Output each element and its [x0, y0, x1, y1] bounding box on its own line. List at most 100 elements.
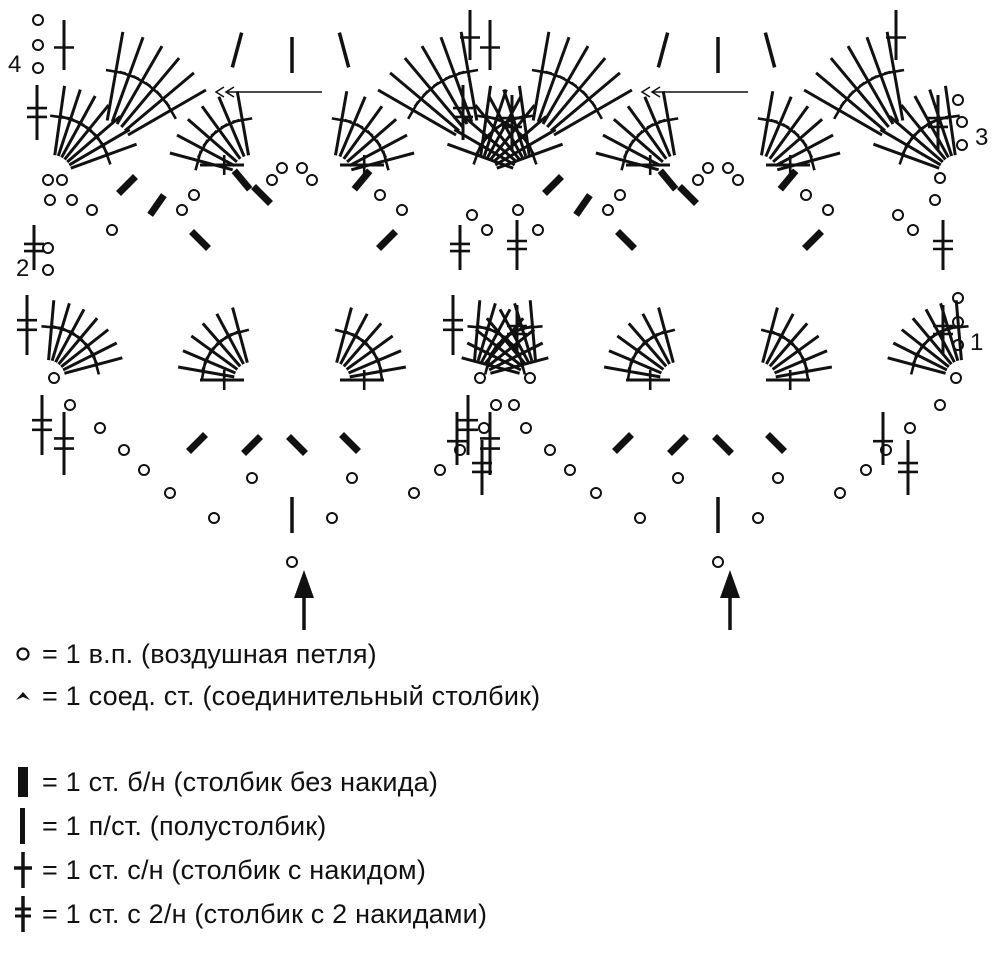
double-crochet-stitch [766, 155, 810, 175]
double-crochet-stitch [595, 150, 660, 172]
legend-text-slip: = 1 соед. ст. (соединительный столбик) [42, 681, 541, 711]
single-crochet-stitch [573, 193, 593, 217]
crochet-chart: 1 2 3 4 [8, 10, 988, 630]
treble-crochet-stitch [928, 95, 948, 150]
double-crochet-stitch [626, 370, 670, 390]
chain-stitch [544, 444, 556, 456]
single-crochet-stitches [116, 168, 824, 456]
double-crochet-stitch [887, 354, 947, 375]
half-double-crochet-stitch [337, 32, 351, 68]
treble-crochet-stitch [507, 305, 527, 355]
chain-stitch [44, 194, 56, 206]
chain-stitch [800, 189, 812, 201]
double-crochet-stitch [232, 91, 253, 156]
double-crochet-stitch [531, 31, 552, 121]
chain-stitch [466, 209, 478, 221]
chain-stitch [474, 372, 486, 384]
double-crochet-stitch [200, 370, 244, 390]
double-crochet-stitch [886, 10, 906, 60]
chain-stitch [892, 209, 904, 221]
chain-stitch [907, 224, 919, 236]
chain-stitch [246, 472, 258, 484]
double-crochet-stitch [757, 91, 778, 156]
chain-stitch [296, 162, 308, 174]
treble-crochet-icon [8, 894, 38, 934]
treble-crochet-stitch [933, 305, 953, 355]
double-crochet-stitch [447, 412, 467, 465]
half-double-crochet-stitch [656, 32, 670, 68]
single-crochet-stitch [777, 168, 799, 192]
row-number-2: 2 [16, 255, 29, 282]
chain-stitch [590, 487, 602, 499]
double-crochet-stitch [70, 142, 138, 170]
single-crochet-stitch [612, 432, 634, 454]
chain-stitch [702, 162, 714, 174]
chain-stitch [106, 224, 118, 236]
treble-crochet-stitch [458, 395, 478, 455]
slip-stitch-icon [8, 676, 38, 716]
double-crochet-stitch [127, 88, 207, 137]
double-crochet-stitch [480, 20, 500, 70]
single-crochet-stitch [339, 432, 361, 454]
chain-stitch [66, 194, 78, 206]
double-crochet-stitch [776, 150, 841, 172]
chain-stitch [524, 372, 536, 384]
legend: = 1 в.п. (воздушная петля) = 1 соед. ст.… [8, 632, 568, 936]
legend-text-sc: = 1 ст. б/н (столбик без накида) [42, 766, 439, 797]
double-crochet-stitch [872, 142, 940, 170]
chain-stitches [32, 14, 968, 568]
row-number-1: 1 [970, 329, 983, 356]
treble-crochet-stitches [17, 85, 953, 495]
single-crochet-stitch [286, 434, 308, 456]
chain-stitch [564, 464, 576, 476]
chain-stitch [64, 399, 76, 411]
chain-stitch [176, 204, 188, 216]
chain-stitch [722, 162, 734, 174]
treble-crochet-stitch [443, 295, 463, 355]
chain-stitch [286, 556, 298, 568]
chain-stitch [956, 139, 968, 151]
single-crochet-stitch [657, 168, 679, 192]
legend-text-dc: = 1 ст. с/н (столбик с накидом) [42, 854, 427, 885]
single-crochet-stitch [351, 168, 373, 192]
chain-stitch [164, 487, 176, 499]
chain-stitch [374, 189, 386, 201]
single-crochet-stitch [542, 174, 564, 196]
legend-row-tr: = 1 ст. с 2/н (столбик с 2 накидами) [8, 892, 568, 936]
treble-crochet-stitch [450, 225, 470, 270]
chain-stitch [956, 116, 968, 128]
half-double-crochet-stitch [763, 32, 777, 68]
legend-text-hdc: = 1 п/ст. (полустолбик) [42, 810, 327, 841]
chain-stitch [490, 399, 502, 411]
row-number-3: 3 [975, 124, 988, 151]
single-crochet-stitch [186, 432, 208, 454]
chain-stitch [712, 556, 724, 568]
legend-row-chain: = 1 в.п. (воздушная петля) [8, 632, 568, 676]
double-crochet-stitch [775, 361, 833, 382]
chain-stitch [434, 464, 446, 476]
chain-stitch [56, 174, 68, 186]
row-direction-arrowhead [640, 86, 651, 98]
double-crochet-stitches [41, 10, 969, 465]
treble-crochet-stitch [17, 295, 37, 355]
treble-crochet-stitch [27, 85, 47, 140]
half-double-crochet-icon [8, 806, 38, 846]
chain-stitch [772, 472, 784, 484]
chain-stitch [118, 444, 130, 456]
single-crochet-stitch [231, 168, 253, 192]
double-crochet-stitch [626, 155, 670, 175]
double-crochet-stitch [489, 354, 549, 375]
chain-stitch [732, 174, 744, 186]
treble-crochet-stitch [502, 95, 522, 150]
double-crochet-stitch [331, 91, 352, 156]
chain-stitch [478, 422, 490, 434]
double-crochet-stitch [200, 155, 244, 175]
single-crochet-stitch [189, 229, 211, 251]
single-crochet-stitch [376, 229, 398, 251]
chain-stitch [614, 189, 626, 201]
double-crochet-stitch [350, 150, 415, 172]
chain-stitch [834, 487, 846, 499]
chain-stitch [634, 512, 646, 524]
chain-stitch [512, 204, 524, 216]
chain-stitch [42, 264, 54, 276]
